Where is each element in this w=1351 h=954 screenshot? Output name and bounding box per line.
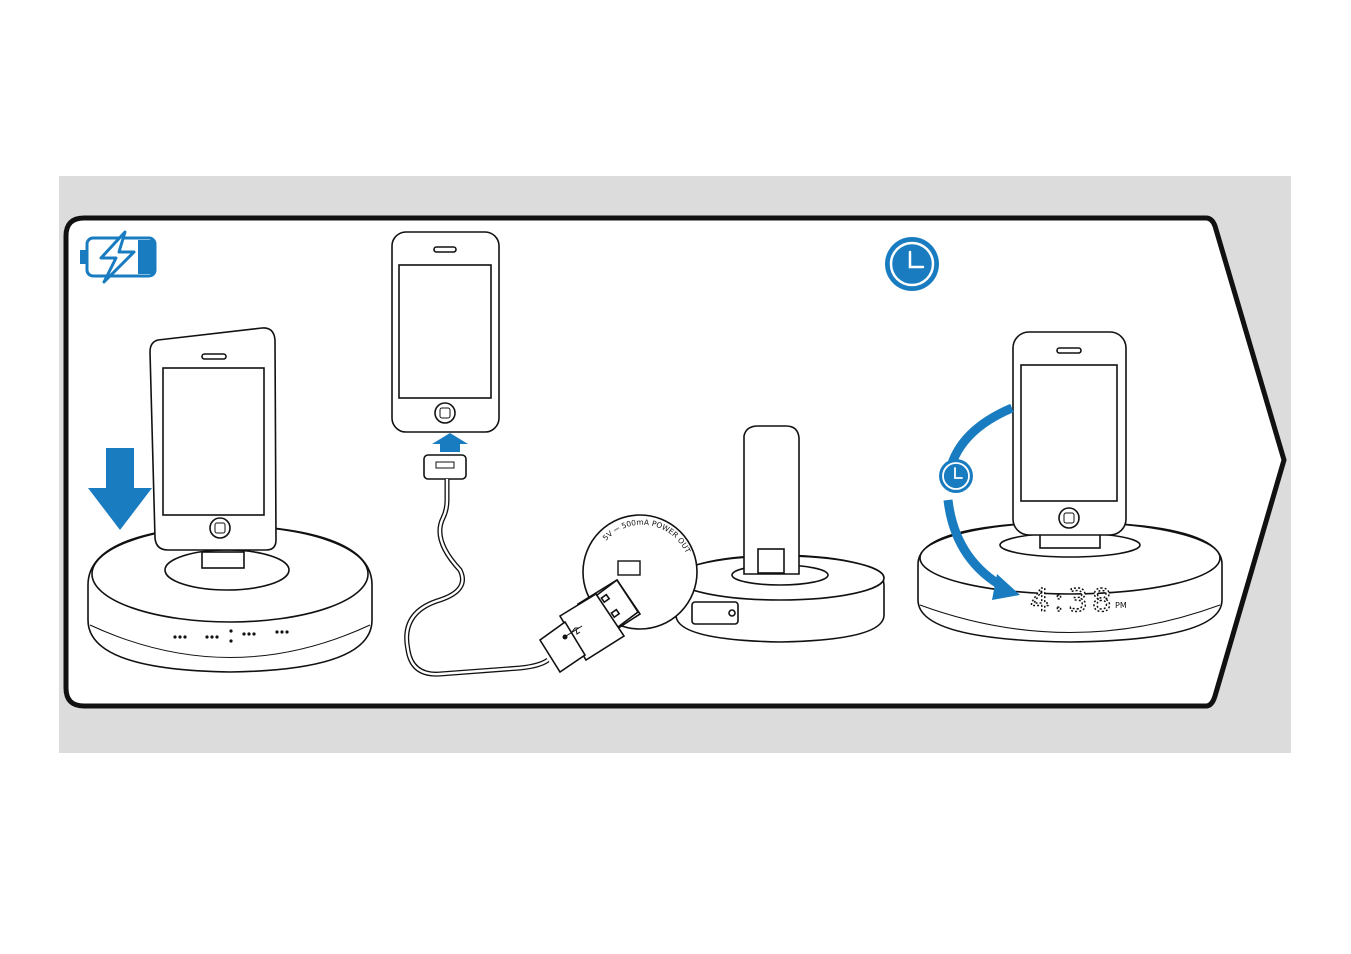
small-clock-icon — [939, 459, 973, 493]
battery-charging-icon — [80, 232, 155, 282]
clock-display-time: 4:38 — [1030, 583, 1116, 619]
clock-display-period: PM — [1115, 601, 1127, 610]
clock-icon — [885, 237, 939, 291]
